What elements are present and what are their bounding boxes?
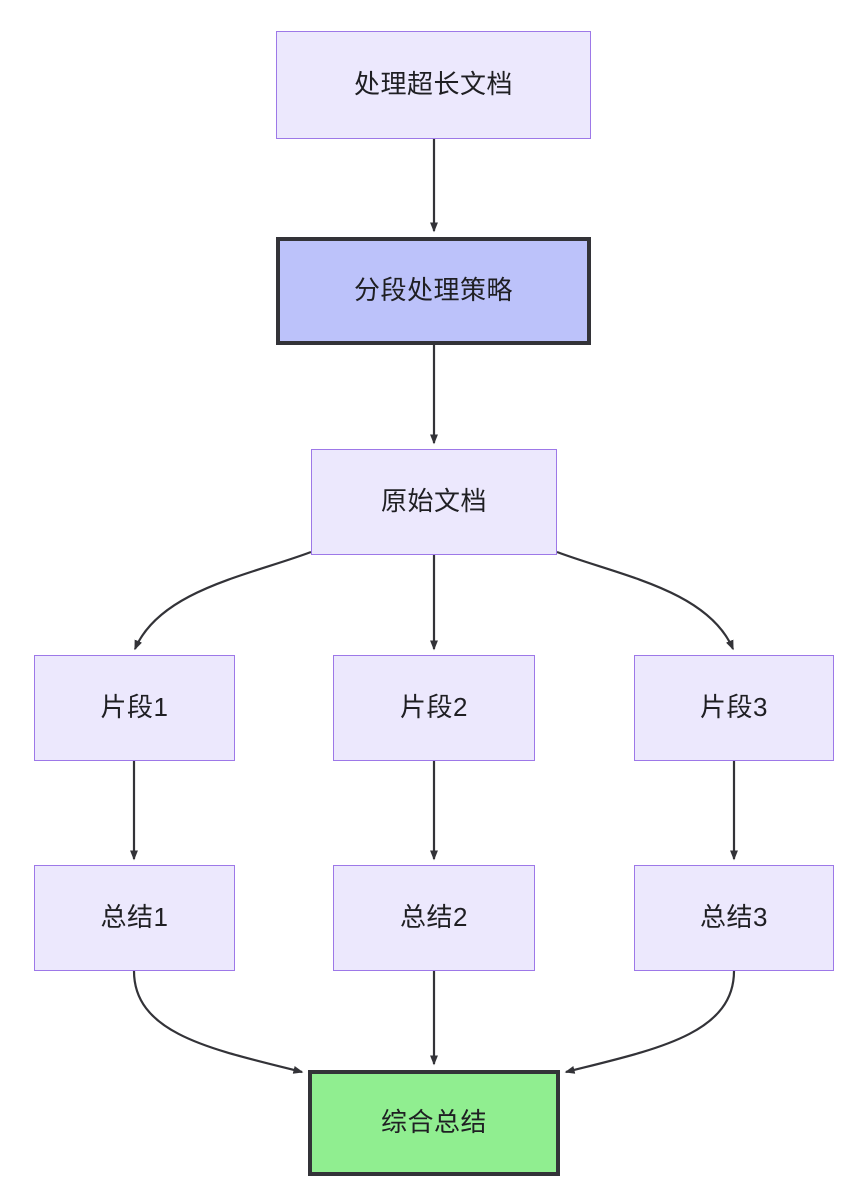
node-label: 总结1 [100, 902, 169, 933]
node-label: 总结2 [400, 902, 468, 933]
flowchart-edge-n3-to-n4 [133, 550, 312, 651]
flowchart-node-n7[interactable]: 总结1 [34, 865, 235, 971]
flowchart-edge-n9-to-n10 [564, 970, 736, 1074]
flowchart-node-n5[interactable]: 片段2 [333, 655, 535, 761]
flowchart-node-n8[interactable]: 总结2 [333, 865, 535, 971]
flowchart-edge-n3-to-n6 [556, 550, 735, 651]
flowchart-node-n4[interactable]: 片段1 [34, 655, 235, 761]
node-label: 片段3 [700, 692, 768, 723]
flowchart-node-n9[interactable]: 总结3 [634, 865, 834, 971]
node-label: 处理超长文档 [353, 69, 513, 100]
flowchart-node-n6[interactable]: 片段3 [634, 655, 834, 761]
node-label: 片段1 [100, 692, 169, 723]
flowchart-node-n2[interactable]: 分段处理策略 [276, 237, 591, 345]
flowchart-node-n10[interactable]: 综合总结 [308, 1070, 560, 1176]
flowchart-edge-n7-to-n10 [132, 970, 304, 1074]
node-label: 原始文档 [380, 486, 487, 517]
flowchart-node-n3[interactable]: 原始文档 [311, 449, 557, 555]
node-label: 总结3 [700, 902, 768, 933]
flowchart-node-n1[interactable]: 处理超长文档 [276, 31, 591, 139]
node-label: 综合总结 [380, 1107, 487, 1138]
node-label: 片段2 [400, 692, 468, 723]
node-label: 分段处理策略 [353, 275, 513, 306]
